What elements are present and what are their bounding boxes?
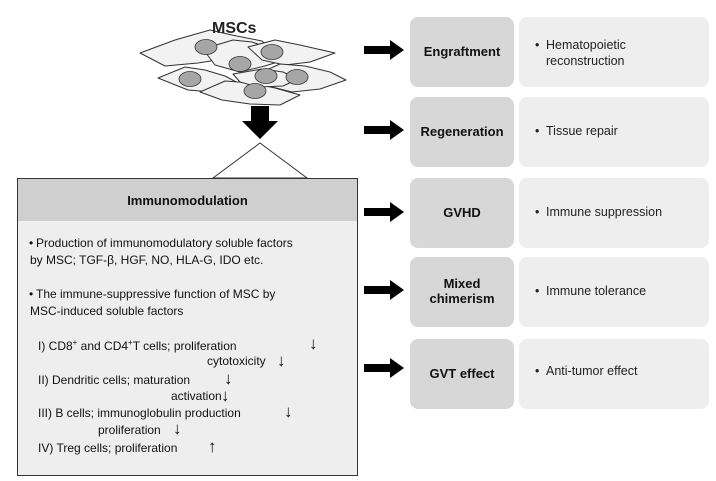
msc-nucleus xyxy=(228,56,252,72)
right-arrow-icon xyxy=(364,280,404,300)
down-arrow-icon: ↓ xyxy=(277,351,286,370)
down-arrow-icon: ↓ xyxy=(224,369,233,388)
item2-line1: II) Dendritic cells; maturation xyxy=(38,373,191,387)
bullet-icon: • xyxy=(535,124,540,138)
mscs-title: MSCs xyxy=(212,20,257,37)
item1-line1: I) CD8+ and CD4+T cells; proliferation xyxy=(38,338,237,353)
effect-anti-tumor: • Anti-tumor effect xyxy=(519,339,709,409)
right-arrow-icon xyxy=(364,358,404,378)
bullet-icon: • xyxy=(535,38,540,52)
immunomodulation-title: Immunomodulation xyxy=(18,179,357,221)
effect-text: Tissue repair xyxy=(546,124,618,138)
item2-line2: activation xyxy=(171,389,222,403)
bullet-icon: • xyxy=(535,205,540,219)
msc-nucleus xyxy=(260,44,284,60)
effect-text-line2: reconstruction xyxy=(546,54,625,68)
msc-nucleus xyxy=(178,71,202,87)
item1-line2: cytotoxicity xyxy=(207,354,266,368)
bullet-icon: • xyxy=(535,364,540,378)
outcome-label: GVHD xyxy=(443,204,481,220)
msc-nucleus xyxy=(194,39,218,55)
item3-line1: III) B cells; immunoglobulin production xyxy=(38,406,241,420)
point1-line1: Production of immunomodulatory soluble f… xyxy=(36,236,293,250)
effect-text: Immune tolerance xyxy=(546,284,647,298)
effect-text-line1: Hematopoietic xyxy=(546,38,626,52)
right-arrow-icon xyxy=(364,202,404,222)
item3-line2: proliferation xyxy=(98,423,161,437)
immunomodulation-panel xyxy=(17,178,358,476)
callout-pointer xyxy=(211,142,309,179)
bullet-icon: • xyxy=(29,236,34,250)
msc-nucleus xyxy=(254,68,278,84)
outcome-label: Engraftment xyxy=(423,43,501,59)
point1-line2: by MSC; TGF-β, HGF, NO, HLA-G, IDO etc. xyxy=(30,253,264,267)
effect-tissue-repair: • Tissue repair xyxy=(519,97,709,167)
outcome-label: GVT effect xyxy=(429,365,495,381)
msc-cell-cluster xyxy=(139,29,347,106)
right-arrow-icon xyxy=(364,120,404,140)
down-arrow-icon: ↓ xyxy=(173,419,182,438)
point2-line1: The immune-suppressive function of MSC b… xyxy=(36,287,276,301)
down-arrow-icon: ↓ xyxy=(309,334,318,353)
outcome-engraftment: Engraftment xyxy=(410,17,514,87)
point2-line2: MSC-induced soluble factors xyxy=(30,304,184,318)
down-arrow-icon: ↓ xyxy=(221,386,230,405)
down-arrow-icon xyxy=(242,106,278,139)
effect-hematopoietic-reconstruction: • Hematopoietic reconstruction xyxy=(519,17,709,87)
right-arrow-icon xyxy=(364,40,404,60)
outcome-gvt-effect: GVT effect xyxy=(410,339,514,409)
bullet-icon: • xyxy=(29,287,34,301)
outcome-label-line1: Mixed xyxy=(443,276,481,292)
effect-immune-tolerance: • Immune tolerance xyxy=(519,257,709,327)
outcome-regeneration: Regeneration xyxy=(410,97,514,167)
msc-nucleus xyxy=(243,83,267,99)
msc-nucleus xyxy=(285,69,309,85)
effect-immune-suppression: • Immune suppression xyxy=(519,178,709,248)
up-arrow-icon: ↑ xyxy=(208,437,217,456)
down-arrow-icon: ↓ xyxy=(284,402,293,421)
effect-text: Immune suppression xyxy=(546,205,663,219)
outcome-label: Regeneration xyxy=(420,123,504,139)
outcome-gvhd: GVHD xyxy=(410,178,514,248)
bullet-icon: • xyxy=(535,284,540,298)
effect-text: Anti-tumor effect xyxy=(546,364,638,378)
item4-line1: IV) Treg cells; proliferation xyxy=(38,441,178,455)
arrows xyxy=(242,40,404,378)
outcome-label-line2: chimerism xyxy=(429,291,495,306)
